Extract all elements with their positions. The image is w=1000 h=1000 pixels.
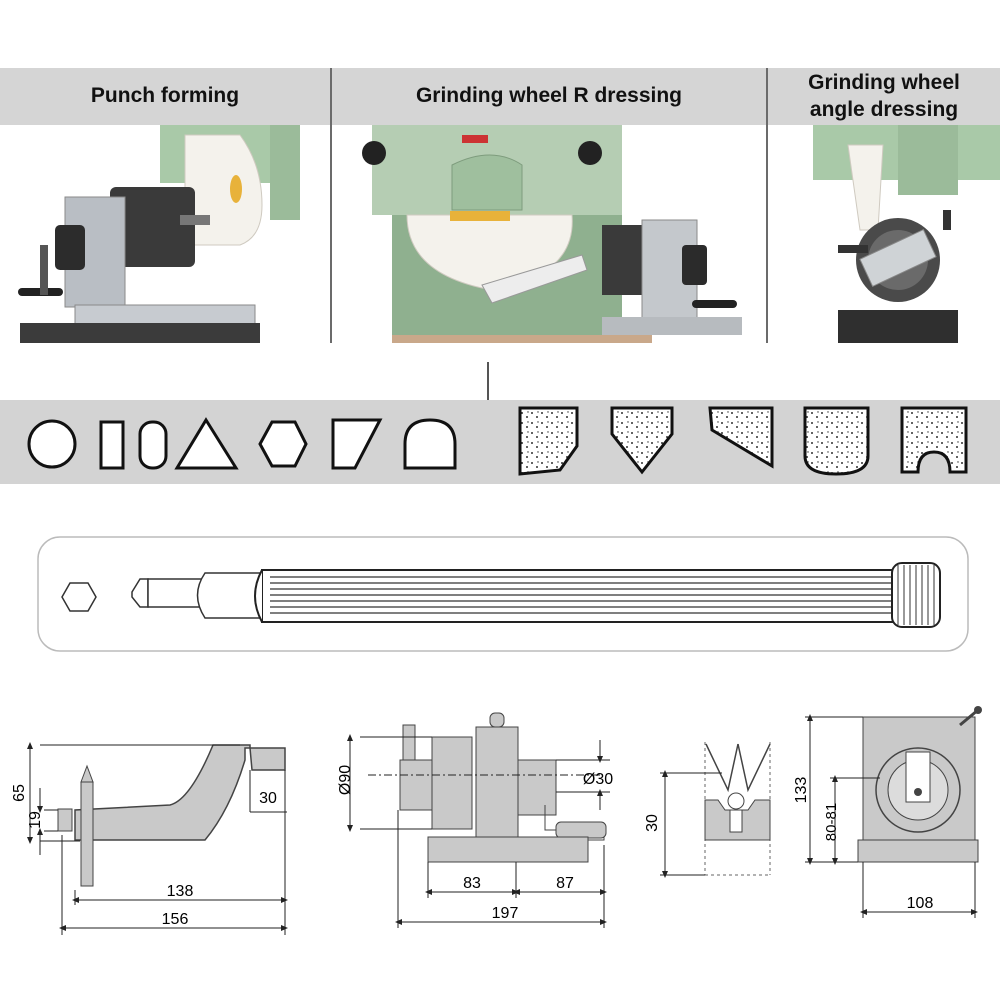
technical-drawings: 65 19 30 138 156 xyxy=(0,700,1000,950)
header-angle-dressing-line1: Grinding wheel xyxy=(808,71,960,95)
profile-radius-concave xyxy=(803,406,870,476)
dim-center-height: 80-81 xyxy=(823,803,840,841)
rod-drawing xyxy=(0,525,1000,660)
dim-fixture-diameter-right: Ø30 xyxy=(583,771,613,788)
drawing-front-view: 133 80-81 108 xyxy=(793,706,982,918)
dim-holder-height: 65 xyxy=(11,784,28,802)
shape-trapezoid xyxy=(331,418,383,470)
column-divider-2 xyxy=(766,68,768,343)
drawing-tool-holder: 65 19 30 138 156 xyxy=(11,742,288,935)
dim-fixture-diameter-left: Ø90 xyxy=(337,765,354,795)
photo-angle-dressing xyxy=(768,125,1000,343)
dim-holder-inner-length: 138 xyxy=(167,883,194,900)
dim-fixture-total-length: 197 xyxy=(492,905,519,922)
dim-fixture-base-right: 87 xyxy=(556,875,574,892)
dim-vblock-height: 30 xyxy=(644,814,661,832)
header-punch-forming-label: Punch forming xyxy=(90,84,240,108)
drawing-v-block: 30 xyxy=(644,742,771,878)
photo-punch-forming xyxy=(0,125,330,343)
dim-front-width: 108 xyxy=(907,895,934,912)
dim-holder-total-length: 156 xyxy=(162,911,189,928)
shape-hexagon xyxy=(258,420,308,468)
column-divider-1 xyxy=(330,68,332,343)
header-r-dressing: Grinding wheel R dressing xyxy=(332,68,766,125)
rod-body xyxy=(261,569,903,623)
shape-triangle xyxy=(174,417,239,470)
photo-r-dressing xyxy=(332,125,766,343)
profile-radius-convex xyxy=(900,406,968,474)
dim-front-height: 133 xyxy=(793,777,810,804)
shape-circle xyxy=(27,419,77,469)
dim-holder-shank: 19 xyxy=(27,811,44,829)
shape-rectangle xyxy=(99,420,125,470)
drawing-fixture-side: Ø90 Ø30 83 87 197 xyxy=(337,712,613,928)
header-band: Punch forming Grinding wheel R dressing … xyxy=(0,68,1000,125)
header-angle-dressing-line2: angle dressing xyxy=(809,97,959,121)
dim-fixture-base-left: 83 xyxy=(463,875,481,892)
profile-v-point xyxy=(610,406,674,475)
header-angle-dressing: Grinding wheel angle dressing xyxy=(768,68,1000,125)
shape-arch xyxy=(403,418,457,470)
header-r-dressing-label: Grinding wheel R dressing xyxy=(415,84,683,108)
shape-slot xyxy=(138,420,168,470)
header-punch-forming: Punch forming xyxy=(0,68,330,125)
dim-holder-tip: 30 xyxy=(259,790,277,807)
hex-end-view xyxy=(61,582,97,612)
shapes-band xyxy=(0,400,1000,484)
profile-angled-left xyxy=(518,406,579,476)
profile-angled-right xyxy=(708,406,774,469)
